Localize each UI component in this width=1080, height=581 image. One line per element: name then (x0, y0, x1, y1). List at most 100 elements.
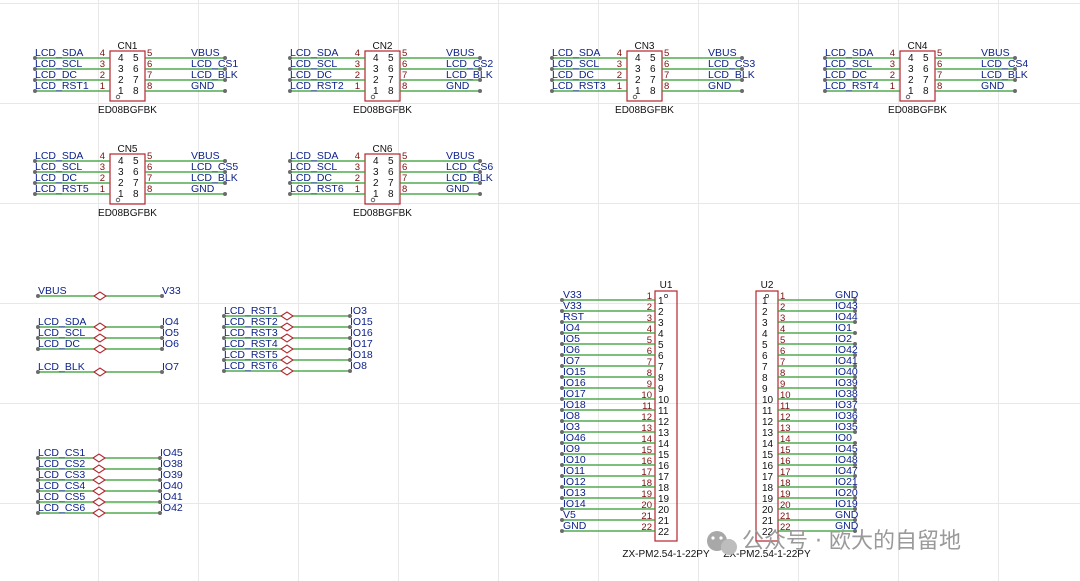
wire-end-dot (36, 336, 40, 340)
pin-number: 11 (658, 406, 669, 417)
wire-end-dot (560, 364, 564, 368)
wire-end-dot (853, 342, 857, 346)
header-u2: U2ZX-PM2.54-1-22PY11GND22IO4333IO4444IO1… (723, 280, 858, 560)
pin-number: 20 (762, 505, 774, 516)
pin-number: 1 (908, 86, 914, 97)
wire-end-dot (823, 78, 827, 82)
pin-number: 7 (133, 75, 139, 86)
pin-number: 2 (890, 70, 895, 81)
pin-number: 3 (658, 318, 664, 329)
wire-end-dot (550, 78, 554, 82)
wire-end-dot (853, 485, 857, 489)
pin-number: 1 (658, 296, 664, 307)
pin-number: 7 (133, 178, 139, 189)
wire-end-dot (36, 467, 40, 471)
wire-end-dot (853, 320, 857, 324)
wire-end-dot (560, 496, 564, 500)
pin-number: 19 (658, 494, 670, 505)
net-label: LCD_DC (552, 69, 594, 81)
wire-end-dot (33, 78, 37, 82)
wire-end-dot (853, 507, 857, 511)
pin-number: 5 (402, 151, 407, 162)
wire-end-dot (560, 375, 564, 379)
wire-end-dot (36, 456, 40, 460)
connector-body (109, 50, 146, 102)
pin-number: 11 (780, 401, 790, 412)
wire-end-dot (550, 89, 554, 93)
net-label: LCD_SDA (552, 47, 600, 59)
pin-number: 8 (133, 189, 139, 200)
pin-number: 15 (780, 445, 791, 456)
header-ref: U2 (761, 280, 774, 291)
pin-number: 3 (100, 59, 105, 70)
net-tie-symbol (93, 322, 107, 332)
net-label: LCD_RST3 (552, 80, 606, 92)
wire-end-dot (158, 489, 162, 493)
net-label: LCD_DC (35, 69, 77, 81)
connector-body (899, 50, 936, 102)
pin-number: 19 (780, 489, 791, 500)
net-label: LCD_SCL (552, 58, 599, 70)
pin-number: 2 (100, 70, 105, 81)
pin-number: 22 (641, 522, 652, 533)
net-label: LCD_BLK (191, 69, 238, 81)
wire-end-dot (36, 500, 40, 504)
wire-end-dot (223, 89, 227, 93)
wire-end-dot (853, 463, 857, 467)
net-label: LCD_CS5 (38, 491, 85, 503)
wire-end-dot (823, 89, 827, 93)
pin-number: 8 (762, 373, 768, 384)
pin-number: 18 (658, 483, 670, 494)
net-label: LCD_DC (38, 338, 80, 350)
pin-number: 6 (647, 346, 652, 357)
wire-end-dot (853, 386, 857, 390)
pin1-marker (664, 293, 669, 298)
net-label: IO42 (160, 502, 183, 514)
wire-end-dot (222, 369, 226, 373)
pin-number: 14 (641, 434, 652, 445)
net-label: IO16 (563, 377, 586, 389)
pin-number: 16 (762, 461, 774, 472)
pin1-marker (115, 94, 121, 100)
wechat-icon (707, 531, 737, 555)
pin-number: 6 (664, 59, 669, 70)
net-label: IO39 (835, 377, 858, 389)
pin-number: 1 (635, 86, 641, 97)
connector-ref: CN2 (372, 41, 392, 52)
net-label: IO37 (835, 399, 858, 411)
net-label: LCD_BLK (981, 69, 1028, 81)
wire-end-dot (158, 456, 162, 460)
pin-number: 2 (908, 75, 914, 86)
wire-end-dot (348, 314, 352, 318)
wire-end-dot (288, 192, 292, 196)
wire-end-dot (33, 181, 37, 185)
connector-ref: CN3 (634, 41, 654, 52)
wire-end-dot (550, 56, 554, 60)
net-label: LCD_CS5 (191, 161, 238, 173)
wire-end-dot (223, 170, 227, 174)
pin-number: 4 (355, 151, 360, 162)
wire-end-dot (158, 511, 162, 515)
pin-number: 2 (617, 70, 622, 81)
pin-number: 1 (100, 184, 105, 195)
net-label: LCD_SCL (290, 161, 337, 173)
wire-end-dot (740, 56, 744, 60)
pin-number: 7 (658, 362, 664, 373)
pin-number: 5 (147, 151, 152, 162)
pin-number: 5 (647, 335, 652, 346)
pin-number: 3 (908, 64, 914, 75)
pin-number: 6 (402, 162, 407, 173)
connector-ref: CN1 (117, 41, 137, 52)
pin-number: 3 (780, 313, 785, 324)
net-label: IO0 (835, 432, 852, 444)
pin1-marker (115, 197, 121, 203)
